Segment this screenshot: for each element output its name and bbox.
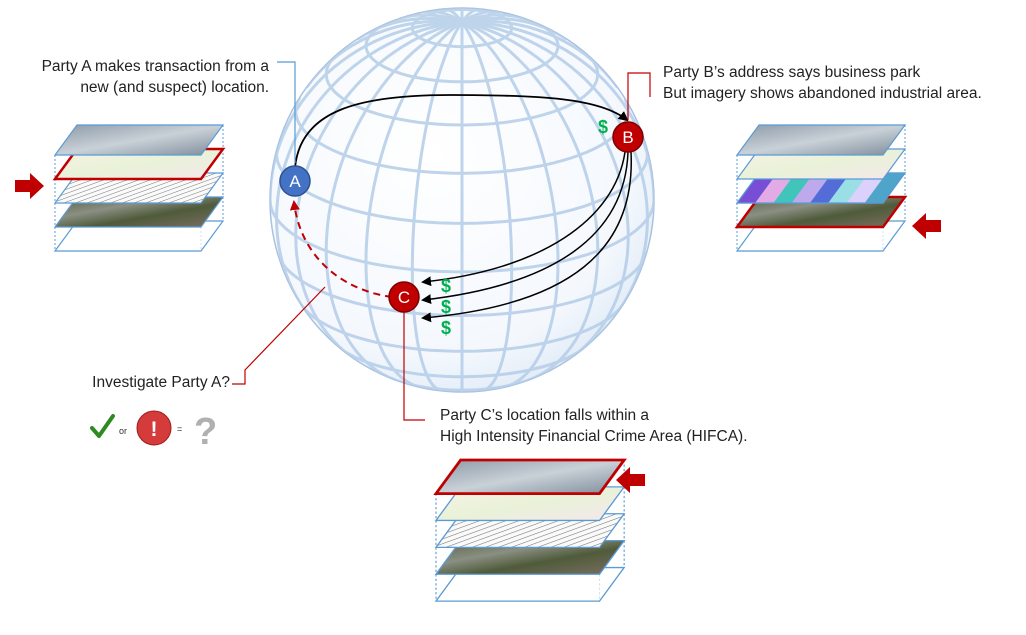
mosaic-tile [846, 173, 887, 203]
globe-grid-line [276, 251, 649, 317]
callout-line: Party C’s location falls within a [440, 407, 650, 424]
globe-grid-line [393, 13, 463, 24]
callout-investigate: Investigate Party A? [92, 372, 230, 393]
arc-b-to-c-3 [421, 151, 632, 323]
check-icon [90, 414, 115, 438]
globe-grid-line [461, 9, 502, 24]
or-label: or [119, 426, 127, 436]
globe-grid-line [461, 19, 619, 89]
globe-grid-line [410, 21, 464, 392]
alert-glyph: ! [151, 418, 158, 441]
callout-party-c: Party C’s location falls within a High I… [440, 405, 748, 447]
mosaic-tile [791, 173, 832, 203]
map-layer-stack-a [52, 124, 226, 252]
globe-grid-line [270, 20, 463, 210]
transaction-arrows [289, 94, 632, 323]
mosaic-tile [864, 173, 905, 203]
callout-line: But imagery shows abandoned industrial a… [663, 85, 982, 102]
node-party-b: B [612, 121, 644, 153]
alert-icon [136, 410, 172, 446]
mosaic-tile [828, 173, 869, 203]
pointer-arrow-icon [912, 213, 941, 239]
globe-grid-line [356, 16, 463, 41]
globe-grid-line [461, 16, 568, 41]
map-layer [53, 124, 225, 156]
decision-row: or ! = ? [90, 410, 217, 453]
money-markers: $ $ $ $ [441, 117, 608, 338]
globe [269, 7, 655, 393]
globe-grid-line [324, 20, 463, 381]
globe-grid-line [444, 8, 464, 23]
callout-leaders [232, 61, 651, 421]
arc-b-to-c-1 [421, 151, 626, 287]
mosaic-tile [773, 173, 814, 203]
callout-line: Investigate Party A? [92, 374, 230, 391]
mosaic-tile [810, 173, 851, 203]
globe-grid-line [460, 21, 514, 392]
dollar-icon: $ [441, 276, 451, 296]
equals-label: = [177, 424, 182, 434]
arc-c-to-a-dashed [289, 200, 393, 298]
dollar-icon: $ [441, 318, 451, 338]
globe-grid-line [274, 20, 463, 314]
leader-party-a [277, 61, 296, 163]
leader-investigate [232, 286, 326, 385]
globe-grid-line [364, 20, 463, 390]
leader-party-c [403, 312, 425, 421]
callout-line: Party A makes transaction from a [41, 58, 269, 75]
globe-grid-line [461, 20, 600, 381]
callout-party-a: Party A makes transaction from a new (an… [42, 56, 269, 98]
question-icon: ? [194, 411, 217, 453]
globe-grid-line [270, 198, 654, 274]
globe-grid-line [461, 13, 531, 24]
node-party-c: C [388, 281, 420, 313]
dollar-icon: $ [441, 297, 451, 317]
node-letter: B [622, 128, 633, 147]
callout-line: new (and suspect) location. [80, 79, 269, 96]
globe-grid-line [460, 8, 480, 23]
callout-party-b: Party B’s address says business park But… [663, 62, 982, 104]
pointer-arrow-icon [15, 173, 44, 199]
node-letter: A [289, 172, 301, 191]
mosaic-tile [755, 173, 796, 203]
globe-grid-line [305, 19, 463, 89]
globe-grid-line [461, 20, 560, 390]
map-layer-stack-b [734, 124, 908, 252]
callout-line: High Intensity Financial Crime Area (HIF… [440, 428, 748, 445]
callout-line: Party B’s address says business park [663, 64, 921, 81]
arc-a-to-b [294, 94, 629, 169]
map-layer-stack-c [433, 458, 627, 602]
map-layer [433, 458, 627, 496]
leader-party-b [627, 72, 651, 120]
mosaic-tile [737, 173, 778, 203]
globe-grid-line [461, 20, 654, 210]
globe-grid-line [275, 145, 649, 225]
pointer-arrow-icon [616, 467, 645, 493]
node-letter: C [398, 288, 410, 307]
node-party-a: A [279, 165, 311, 197]
map-layer [735, 124, 907, 156]
dollar-icon: $ [598, 117, 608, 137]
arc-b-to-c-2 [421, 151, 629, 305]
globe-grid-line [422, 9, 463, 24]
